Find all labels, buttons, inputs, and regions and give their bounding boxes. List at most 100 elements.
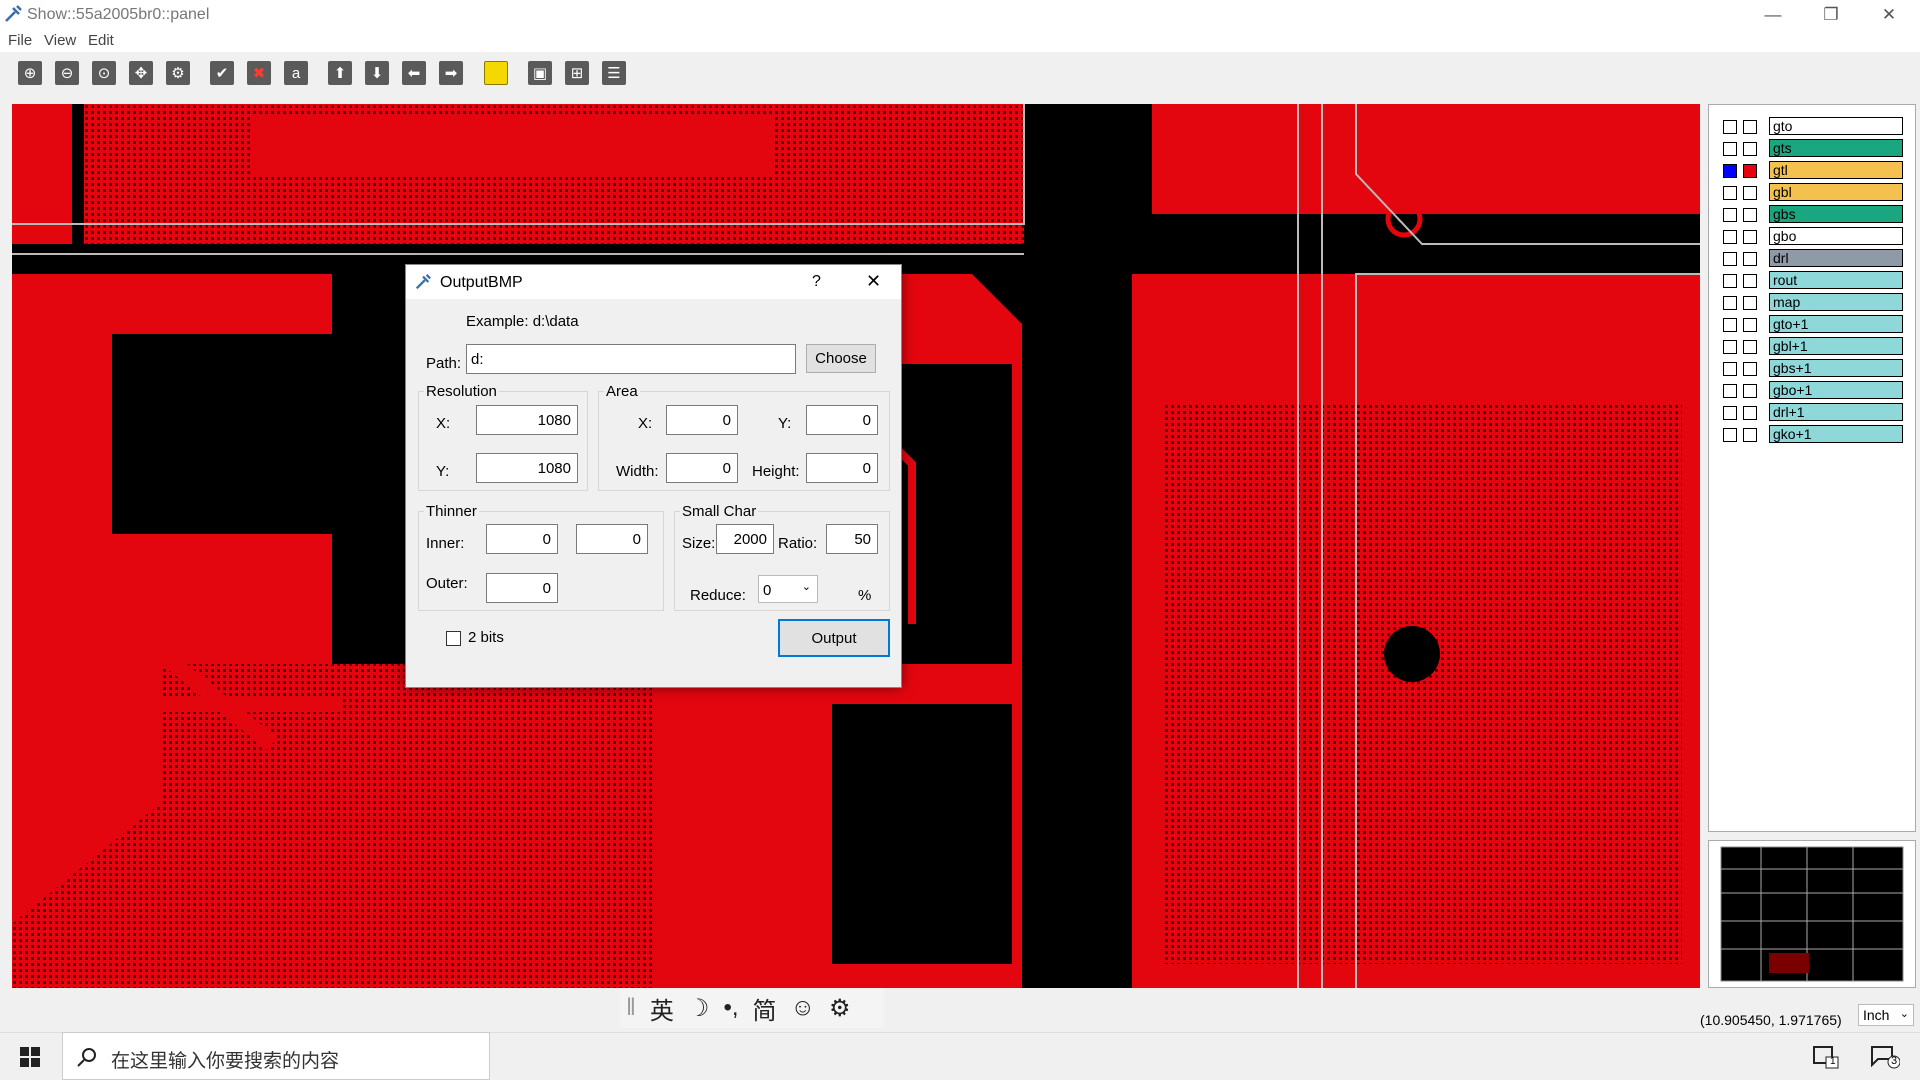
layer-name[interactable]: gbo	[1769, 227, 1903, 245]
layer-name[interactable]: gbs	[1769, 205, 1903, 223]
layer-color-swatch[interactable]	[1743, 230, 1757, 244]
zoom-out-button[interactable]: ⊖	[53, 59, 81, 87]
check-button[interactable]: ✔	[208, 59, 236, 87]
layer-visible-checkbox[interactable]	[1723, 252, 1737, 266]
close-button[interactable]: ✕	[1860, 0, 1918, 30]
arrow-right-button[interactable]: ➡	[437, 59, 465, 87]
ime-moon-icon[interactable]: ☽	[687, 994, 710, 1022]
layer-row[interactable]: gbl+1	[1723, 337, 1907, 355]
res-y-input[interactable]: 1080	[476, 453, 578, 483]
inner-input-2[interactable]: 0	[576, 524, 648, 554]
layer-name[interactable]: drl	[1769, 249, 1903, 267]
layer-color-swatch[interactable]	[1743, 252, 1757, 266]
path-input[interactable]: d:	[466, 344, 796, 374]
minimize-button[interactable]: —	[1744, 0, 1802, 30]
layer-visible-checkbox[interactable]	[1723, 142, 1737, 156]
layer-visible-checkbox[interactable]	[1723, 318, 1737, 332]
notification-icon[interactable]: 3	[1870, 1045, 1901, 1069]
area-y-input[interactable]: 0	[806, 405, 878, 435]
arrow-down-button[interactable]: ⬇	[363, 59, 391, 87]
layer-name[interactable]: gbl	[1769, 183, 1903, 201]
layer-row[interactable]: gko+1	[1723, 425, 1907, 443]
layer-row[interactable]: gts	[1723, 139, 1907, 157]
ime-settings-icon[interactable]: ⚙	[829, 994, 851, 1022]
zoom-in-button[interactable]: ⊕	[16, 59, 44, 87]
help-button[interactable]: ?	[812, 273, 821, 290]
highlight-button[interactable]	[482, 59, 510, 87]
layer-color-swatch[interactable]	[1743, 406, 1757, 420]
layer-name[interactable]: gbs+1	[1769, 359, 1903, 377]
layer-row[interactable]: drl	[1723, 249, 1907, 267]
layer-color-swatch[interactable]	[1743, 142, 1757, 156]
area-width-input[interactable]: 0	[666, 453, 738, 483]
layer-color-swatch[interactable]	[1743, 164, 1757, 178]
layer-visible-checkbox[interactable]	[1723, 428, 1737, 442]
layer-color-swatch[interactable]	[1743, 362, 1757, 376]
layer-name[interactable]: map	[1769, 293, 1903, 311]
layer-row[interactable]: gto+1	[1723, 315, 1907, 333]
reduce-select[interactable]: 0 ⌄	[758, 575, 818, 603]
layer-row[interactable]: gbs	[1723, 205, 1907, 223]
layer-visible-checkbox[interactable]	[1723, 164, 1737, 178]
layer-row[interactable]: gbl	[1723, 183, 1907, 201]
taskbar-search[interactable]: 在这里输入你要搜索的内容	[62, 1032, 490, 1080]
menu-file[interactable]: File	[8, 32, 33, 49]
choose-button[interactable]: Choose	[806, 344, 876, 373]
layer-name[interactable]: rout	[1769, 271, 1903, 289]
layer-color-swatch[interactable]	[1743, 428, 1757, 442]
layer-name[interactable]: drl+1	[1769, 403, 1903, 421]
layer-name[interactable]: gbo+1	[1769, 381, 1903, 399]
layer-name[interactable]: gbl+1	[1769, 337, 1903, 355]
grid-view-button[interactable]: ⊞	[563, 59, 591, 87]
layer-visible-checkbox[interactable]	[1723, 406, 1737, 420]
layer-visible-checkbox[interactable]	[1723, 186, 1737, 200]
layer-name[interactable]: gtl	[1769, 161, 1903, 179]
minimap[interactable]	[1708, 840, 1916, 988]
layer-color-swatch[interactable]	[1743, 186, 1757, 200]
size-input[interactable]: 2000	[716, 524, 774, 554]
layer-color-swatch[interactable]	[1743, 340, 1757, 354]
layer-visible-checkbox[interactable]	[1723, 120, 1737, 134]
taskview-icon[interactable]: 1	[1812, 1045, 1840, 1069]
layer-visible-checkbox[interactable]	[1723, 274, 1737, 288]
layer-name[interactable]: gto	[1769, 117, 1903, 135]
layer-visible-checkbox[interactable]	[1723, 296, 1737, 310]
settings-button[interactable]: ⚙	[164, 59, 192, 87]
layer-name[interactable]: gts	[1769, 139, 1903, 157]
ime-simplified-toggle[interactable]: 简	[752, 997, 777, 1025]
layer-row[interactable]: gto	[1723, 117, 1907, 135]
layer-row[interactable]: map	[1723, 293, 1907, 311]
unit-select[interactable]: Inch ⌄	[1858, 1004, 1914, 1026]
ime-punctuation-icon[interactable]: •,	[723, 994, 739, 1021]
layer-color-swatch[interactable]	[1743, 274, 1757, 288]
arrow-left-button[interactable]: ⬅	[400, 59, 428, 87]
inner-input-1[interactable]: 0	[486, 524, 558, 554]
windows-start-icon[interactable]	[20, 1047, 40, 1067]
zoom-fit-button[interactable]: ⊙	[90, 59, 118, 87]
layer-visible-checkbox[interactable]	[1723, 340, 1737, 354]
layer-visible-checkbox[interactable]	[1723, 230, 1737, 244]
layer-color-swatch[interactable]	[1743, 208, 1757, 222]
layer-row[interactable]: gbo	[1723, 227, 1907, 245]
layer-row[interactable]: gtl	[1723, 161, 1907, 179]
layer-name[interactable]: gto+1	[1769, 315, 1903, 333]
ime-handle[interactable]: ‖	[626, 994, 636, 1021]
restore-button[interactable]: ❐	[1802, 0, 1860, 30]
layer-row[interactable]: rout	[1723, 271, 1907, 289]
layer-name[interactable]: gko+1	[1769, 425, 1903, 443]
single-view-button[interactable]: ▣	[526, 59, 554, 87]
two-bits-checkbox[interactable]	[446, 631, 461, 646]
list-view-button[interactable]: ☰	[600, 59, 628, 87]
menu-edit[interactable]: Edit	[88, 32, 114, 49]
ime-language-toggle[interactable]: 英	[649, 997, 674, 1025]
layer-color-swatch[interactable]	[1743, 384, 1757, 398]
text-button[interactable]: a	[282, 59, 310, 87]
pan-button[interactable]: ✥	[127, 59, 155, 87]
layer-color-swatch[interactable]	[1743, 120, 1757, 134]
outer-input[interactable]: 0	[486, 573, 558, 603]
layer-row[interactable]: drl+1	[1723, 403, 1907, 421]
area-x-input[interactable]: 0	[666, 405, 738, 435]
delete-button[interactable]: ✖	[245, 59, 273, 87]
output-button[interactable]: Output	[778, 619, 890, 657]
layer-visible-checkbox[interactable]	[1723, 384, 1737, 398]
